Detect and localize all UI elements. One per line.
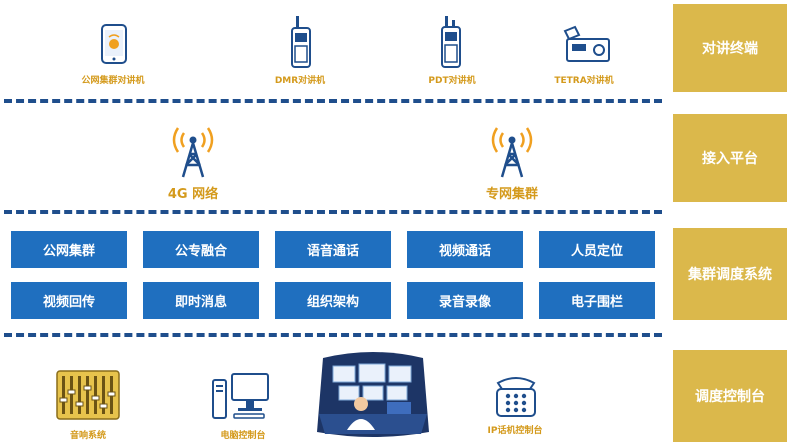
divider-3 [4,333,662,337]
feature-box: 公网集群 [11,231,127,268]
smartphone-icon [101,24,127,64]
feature-box: 视频通话 [407,231,523,268]
network-label: 专网集群 [485,187,539,202]
console-label: 电脑控制台 [220,431,266,441]
feature-box: 人员定位 [539,231,655,268]
divider-1 [4,99,662,103]
layer-label-terminal: 对讲终端 [673,4,787,92]
walkie-talkie-icon [441,16,461,68]
layer-label-access: 接入平台 [673,114,787,202]
terminal-label: DMR对讲机 [274,76,326,86]
feature-box: 录音录像 [407,282,523,319]
signal-tower-icon [172,127,214,178]
desktop-computer-icon [212,373,269,419]
terminal-label: TETRA对讲机 [554,76,614,86]
divider-2 [4,210,662,214]
console-label: 音响系统 [69,431,107,441]
layer-label-dispatch: 集群调度系统 [673,228,787,320]
feature-box: 公专融合 [143,231,259,268]
feature-box: 视频回传 [11,282,127,319]
ip-phone-icon [496,377,536,417]
signal-tower-icon [491,127,533,178]
feature-box: 组织架构 [275,282,391,319]
feature-box: 即时消息 [143,282,259,319]
audio-mixer-icon [56,370,120,420]
network-label: 4G 网络 [167,187,219,202]
terminal-label: 公网集群对讲机 [81,76,145,86]
feature-box: 语音通话 [275,231,391,268]
terminal-label: PDT对讲机 [428,76,476,86]
console-label: IP话机控制台 [487,426,543,436]
feature-box: 电子围栏 [539,282,655,319]
layer-label-console: 调度控制台 [673,350,787,442]
radio-base-station-icon [563,25,610,62]
walkie-talkie-icon [291,16,311,68]
dispatch-center-illustration [317,352,429,437]
